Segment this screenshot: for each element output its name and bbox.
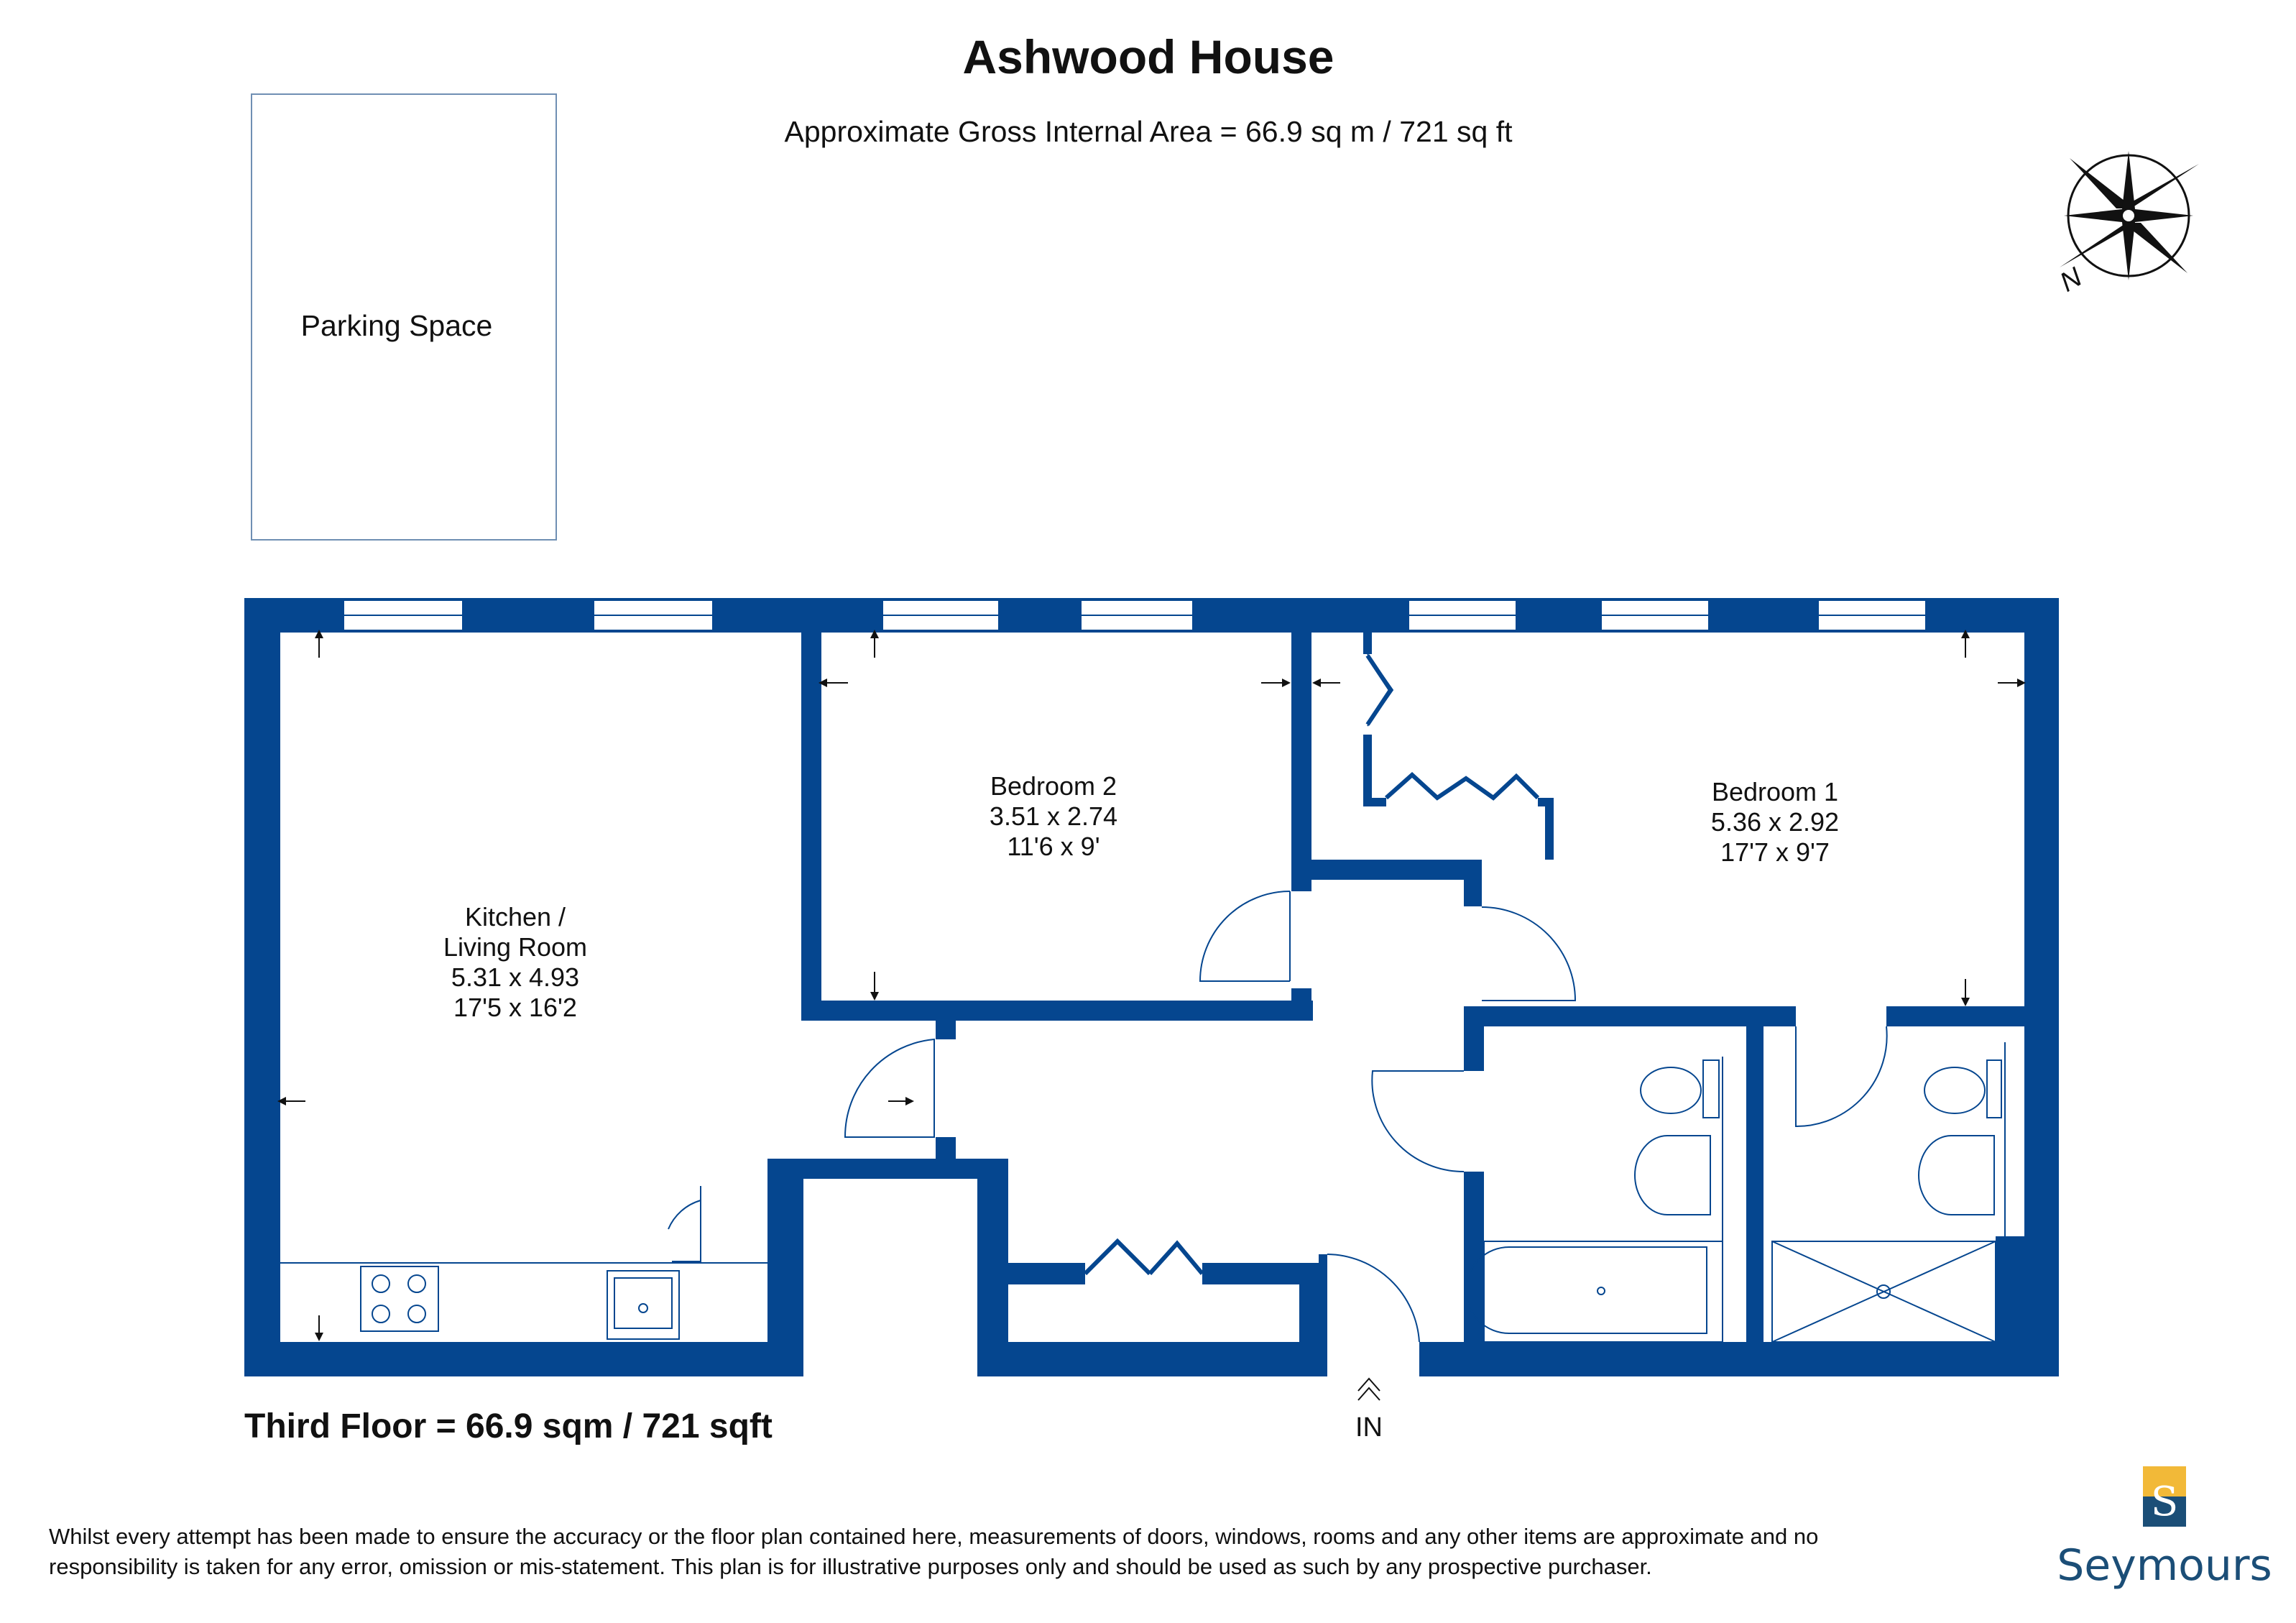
interior-walls (767, 633, 2024, 1376)
floor-summary: Third Floor = 66.9 sqm / 721 sqft (244, 1407, 773, 1445)
compass-icon (2060, 151, 2199, 280)
gross-area-line: Approximate Gross Internal Area = 66.9 s… (785, 115, 1513, 148)
bedroom2-imperial-size: 11'6 x 9' (1007, 832, 1099, 861)
bedroom2-name: Bedroom 2 (990, 771, 1117, 801)
logo-letter: S (2151, 1479, 2178, 1525)
bedroom1-imperial-size: 17'7 x 9'7 (1720, 837, 1830, 867)
compass-north-label: N (2055, 262, 2088, 298)
bedroom1-metric-size: 5.36 x 2.92 (1711, 807, 1839, 837)
brand-name: Seymours (2057, 1540, 2272, 1591)
bedroom1-name: Bedroom 1 (1712, 777, 1838, 806)
kitchen-imperial-size: 17'5 x 16'2 (453, 993, 577, 1022)
measurement-arrows (277, 630, 2026, 1401)
parking-space (251, 93, 557, 541)
windows (343, 599, 1927, 631)
bathroom-fittings (1465, 1057, 1723, 1343)
disclaimer-line2: responsibility is taken for any error, o… (49, 1554, 1652, 1579)
kitchen-name-line2: Living Room (443, 932, 587, 962)
kitchen-fittings (280, 1262, 767, 1340)
seymours-logo: S Seymours (2057, 1466, 2272, 1591)
wardrobe-doors (1083, 653, 1540, 1276)
disclaimer-line1: Whilst every attempt has been made to en… (49, 1524, 1818, 1549)
outer-walls (244, 598, 2059, 1376)
kitchen-metric-size: 5.31 x 4.93 (451, 962, 579, 992)
plan-title: Ashwood House (962, 30, 1334, 83)
parking-space-label: Parking Space (301, 309, 493, 342)
bedroom2-metric-size: 3.51 x 2.74 (990, 801, 1117, 831)
ensuite-fittings (1771, 1042, 2006, 1343)
door-swings (668, 891, 1888, 1343)
kitchen-name-line1: Kitchen / (465, 902, 566, 932)
entrance-label: IN (1355, 1412, 1383, 1443)
